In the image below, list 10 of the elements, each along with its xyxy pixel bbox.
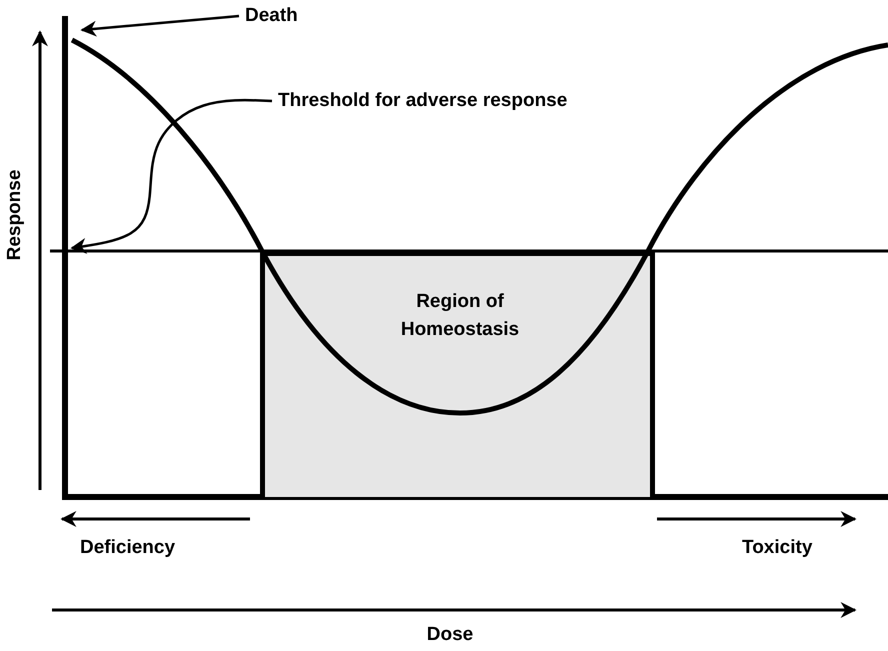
homeostasis-region bbox=[260, 251, 655, 497]
leader-arrow bbox=[80, 14, 240, 37]
annotation-label: Threshold for adverse response bbox=[278, 90, 568, 112]
axis-label: Toxicity bbox=[742, 537, 812, 559]
axis-label: Response bbox=[4, 170, 26, 260]
leader-arrow bbox=[70, 98, 272, 254]
region-label: Region of Homeostasis bbox=[400, 290, 520, 342]
axis-label: Dose bbox=[426, 624, 474, 646]
annotation-label: Death bbox=[245, 5, 298, 27]
axis-label: Deficiency bbox=[80, 537, 176, 559]
